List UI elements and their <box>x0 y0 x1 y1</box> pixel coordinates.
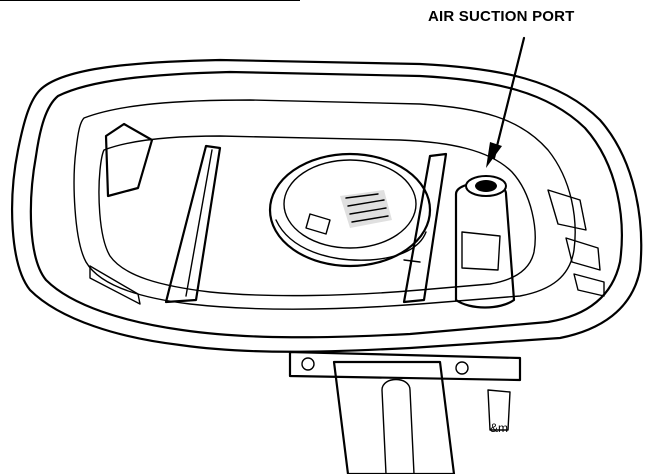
dome-hatching <box>340 190 392 228</box>
right-side-clips <box>547 189 605 297</box>
left-support-rib <box>164 144 222 304</box>
top-border-line <box>0 0 300 1</box>
housing-marking-text: &m <box>490 421 508 435</box>
mounting-bracket <box>288 350 522 474</box>
callout-leader-arrow <box>486 36 526 168</box>
air-suction-port-label: AIR SUCTION PORT <box>428 8 575 25</box>
right-channel-rib <box>402 152 448 304</box>
filter-dome <box>268 152 432 268</box>
inner-tray <box>73 99 576 310</box>
air-suction-port <box>454 175 516 309</box>
housing-outer-rim <box>11 58 643 353</box>
